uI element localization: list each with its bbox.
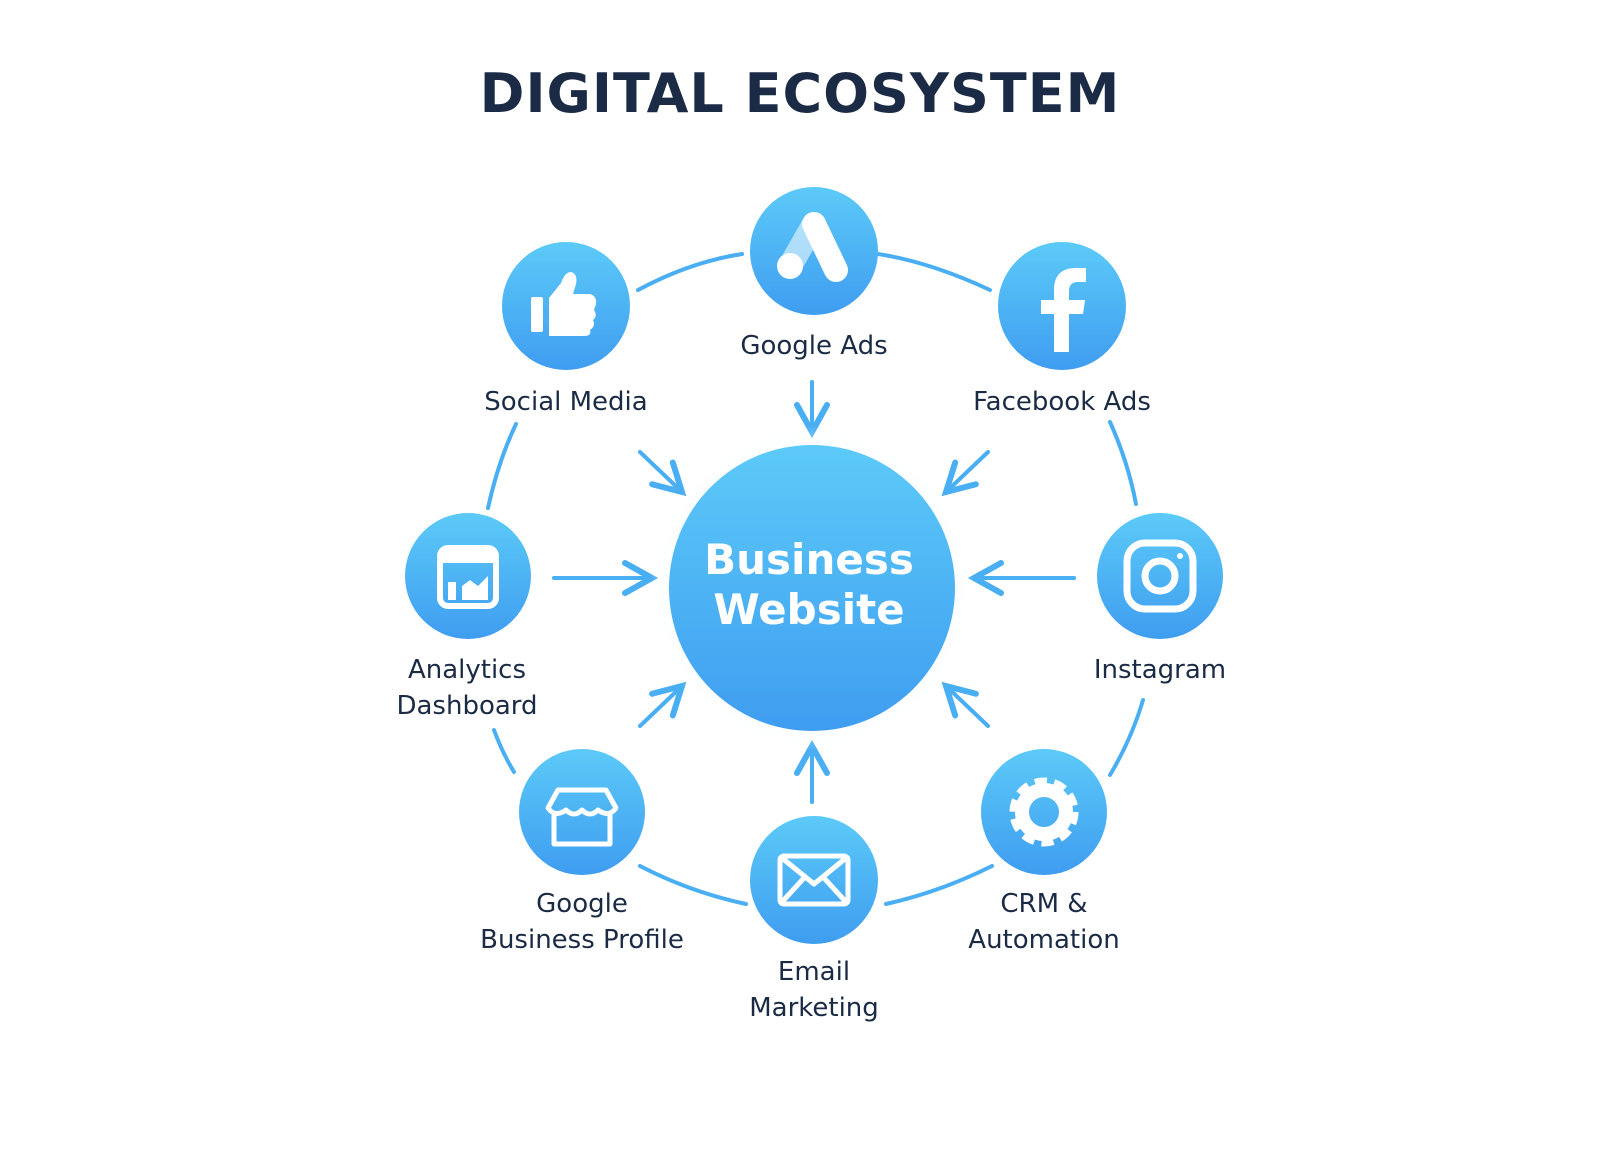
ring-arc (638, 864, 748, 906)
node-crm-automation (981, 749, 1107, 875)
dashboard-icon (437, 545, 499, 609)
label-crm-automation: CRM & Automation (968, 889, 1120, 955)
ring-arc (492, 728, 516, 774)
hub-circle (669, 445, 955, 731)
google-ads-icon (777, 212, 848, 282)
label-google-business-profile: Google Business Profile (480, 889, 684, 955)
gear-icon (1009, 777, 1079, 847)
thumbs-up-icon (531, 272, 597, 336)
node-instagram (1097, 513, 1223, 639)
node-email-marketing (750, 816, 878, 944)
arrow-social-media (638, 450, 682, 492)
storefront-icon (545, 787, 619, 847)
hub-label: Business Website (704, 535, 914, 634)
label-facebook-ads: Facebook Ads (973, 387, 1151, 417)
ring-connectors (486, 252, 1145, 906)
ring-arc (636, 252, 744, 292)
envelope-icon (777, 853, 851, 907)
label-google-ads: Google Ads (740, 331, 888, 361)
label-instagram: Instagram (1093, 655, 1227, 685)
ring-arc (876, 252, 992, 292)
facebook-icon (1041, 268, 1086, 352)
hub-arrows (552, 380, 1076, 804)
ring-arc (1108, 698, 1145, 777)
ring-arc (884, 864, 994, 906)
node-social-media (502, 242, 630, 370)
page-title: DIGITAL ECOSYSTEM (479, 62, 1121, 125)
arrow-business-profile (638, 686, 682, 728)
node-facebook-ads (998, 242, 1126, 370)
label-social-media: Social Media (484, 387, 648, 417)
label-email-marketing: Email Marketing (749, 957, 879, 1023)
label-analytics-dashboard: Analytics Dashboard (396, 655, 538, 721)
node-google-ads (750, 187, 878, 315)
arrow-facebook-ads (946, 450, 990, 492)
node-analytics-dashboard (405, 513, 531, 639)
instagram-icon (1123, 539, 1197, 613)
arrow-crm (946, 686, 990, 728)
ring-arc (486, 422, 518, 510)
ring-arc (1108, 420, 1138, 506)
node-google-business-profile (519, 749, 645, 875)
